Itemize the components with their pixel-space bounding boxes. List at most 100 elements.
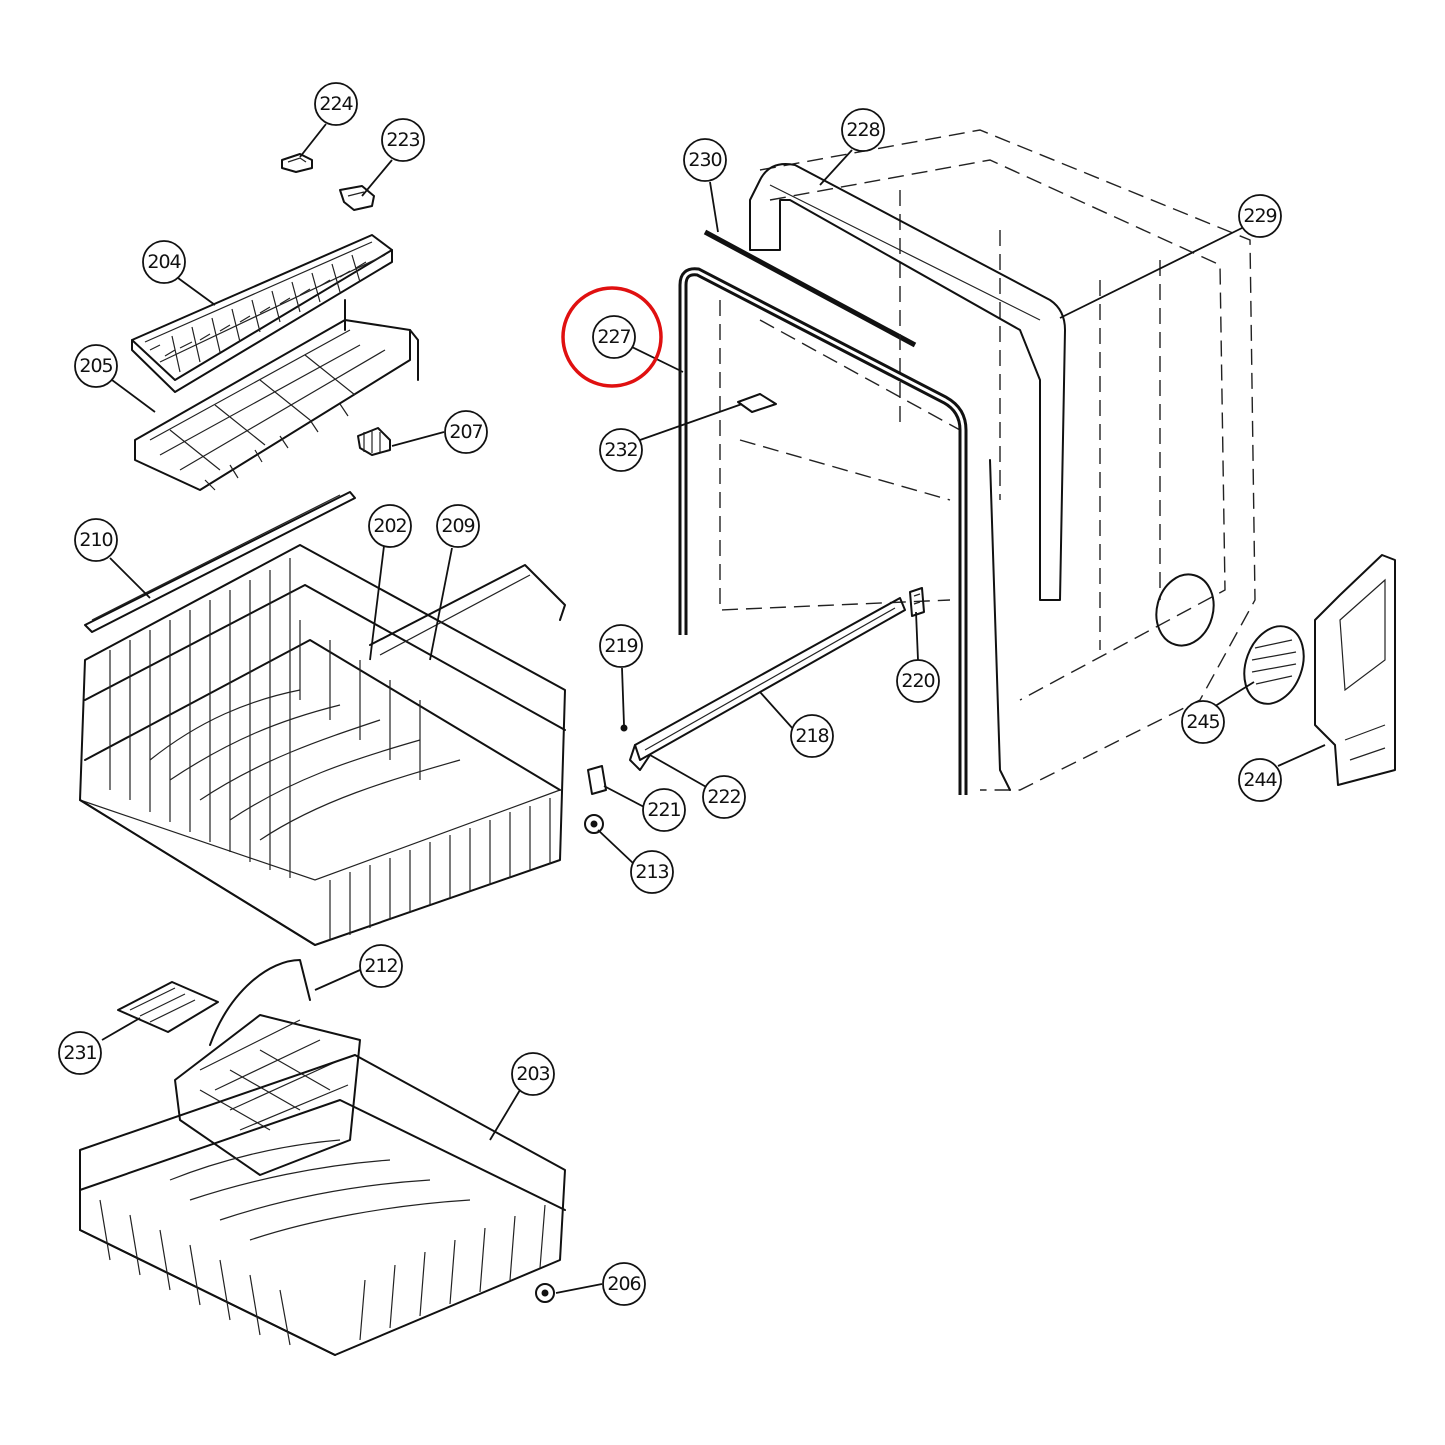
callout-224: 224 — [314, 82, 358, 126]
tub-drain-opening — [1155, 573, 1215, 647]
callout-label: 244 — [1243, 769, 1277, 791]
callout-label: 204 — [147, 251, 181, 273]
callout-229: 229 — [1238, 194, 1282, 238]
callout-227: 227 — [592, 315, 636, 359]
callout-label: 202 — [373, 515, 406, 537]
part-230-strip — [703, 229, 917, 348]
callout-202: 202 — [368, 504, 412, 548]
part-232-bracket — [737, 393, 777, 413]
part-202-upper-basket — [79, 544, 566, 946]
callout-204: 204 — [142, 240, 186, 284]
callout-label: 212 — [364, 955, 397, 977]
callout-label: 230 — [688, 149, 721, 171]
part-210-rail — [84, 491, 356, 633]
part-209-wire-rail — [369, 564, 566, 656]
callout-label: 223 — [386, 129, 419, 151]
callout-label: 205 — [79, 355, 112, 377]
part-218-slide-rail — [629, 597, 906, 771]
part-213-wheel — [584, 814, 604, 834]
callout-label: 203 — [516, 1063, 549, 1085]
callout-213: 213 — [630, 850, 674, 894]
callout-212: 212 — [359, 944, 403, 988]
callout-220: 220 — [896, 659, 940, 703]
highlight-ring-227 — [561, 286, 663, 388]
callout-label: 227 — [597, 326, 630, 348]
callout-label: 232 — [604, 439, 637, 461]
leader-221 — [603, 785, 647, 809]
leader-210 — [109, 557, 151, 599]
part-244-panel — [1314, 554, 1396, 786]
part-231-filter — [117, 981, 219, 1033]
leader-203 — [489, 1089, 521, 1141]
leader-207 — [391, 431, 445, 447]
callout-label: 224 — [319, 93, 353, 115]
callout-label: 228 — [846, 119, 879, 141]
leader-224 — [299, 123, 327, 158]
part-227-door-gasket — [678, 267, 968, 795]
callout-218: 218 — [790, 714, 834, 758]
part-224-clip — [281, 153, 313, 173]
part-206-wheel — [535, 1283, 555, 1303]
callout-label: 210 — [79, 529, 112, 551]
leader-231 — [101, 1017, 141, 1041]
part-207-clip — [357, 427, 391, 456]
callout-231: 231 — [58, 1031, 102, 1075]
part-219-pin — [620, 724, 628, 732]
part-245-vent — [1243, 625, 1305, 705]
callout-label: 207 — [449, 421, 482, 443]
leader-205 — [111, 379, 156, 413]
callout-label: 220 — [901, 670, 934, 692]
leader-212 — [314, 969, 361, 991]
leader-204 — [177, 277, 216, 306]
part-229-tub — [719, 129, 1256, 791]
callout-230: 230 — [683, 138, 727, 182]
leader-213 — [597, 829, 635, 865]
callout-label: 219 — [604, 635, 637, 657]
leader-222 — [649, 754, 709, 789]
callout-label: 209 — [441, 515, 474, 537]
callout-207: 207 — [444, 410, 488, 454]
callout-205: 205 — [74, 344, 118, 388]
callout-label: 245 — [1186, 711, 1219, 733]
part-220-clip — [909, 587, 925, 617]
callout-label: 229 — [1243, 205, 1276, 227]
leader-219 — [621, 667, 625, 726]
callout-221: 221 — [642, 788, 686, 832]
part-212-cutlery-basket — [174, 959, 361, 1176]
part-228-frame — [749, 163, 1066, 601]
callout-label: 231 — [63, 1042, 96, 1064]
part-223-bracket — [339, 185, 375, 211]
leader-202 — [369, 545, 385, 661]
leader-232 — [639, 403, 743, 441]
callout-232: 232 — [599, 428, 643, 472]
callout-206: 206 — [602, 1262, 646, 1306]
leader-218 — [759, 691, 795, 731]
callout-223: 223 — [381, 118, 425, 162]
callout-209: 209 — [436, 504, 480, 548]
leader-lines — [101, 123, 1326, 1294]
leader-228 — [819, 149, 853, 186]
part-204-cutlery-tray — [131, 234, 393, 393]
callout-228: 228 — [841, 108, 885, 152]
leader-229 — [1059, 227, 1243, 319]
leader-244 — [1277, 744, 1326, 767]
leader-209 — [429, 547, 453, 661]
leader-223 — [361, 159, 393, 197]
callout-label: 221 — [647, 799, 680, 821]
callout-222: 222 — [702, 775, 746, 819]
part-203-lower-basket — [79, 1054, 566, 1356]
callout-210: 210 — [74, 518, 118, 562]
part-221-end-stop — [587, 765, 607, 795]
leader-206 — [555, 1283, 603, 1294]
callout-244: 244 — [1238, 758, 1282, 802]
callout-label: 213 — [635, 861, 668, 883]
part-205-upper-tray-rack — [134, 299, 419, 491]
leader-230 — [709, 181, 719, 233]
leader-245 — [1211, 681, 1255, 709]
callout-219: 219 — [599, 624, 643, 668]
callout-245: 245 — [1181, 700, 1225, 744]
leader-220 — [915, 611, 919, 661]
callout-label: 206 — [607, 1273, 640, 1295]
callout-label: 218 — [795, 725, 828, 747]
